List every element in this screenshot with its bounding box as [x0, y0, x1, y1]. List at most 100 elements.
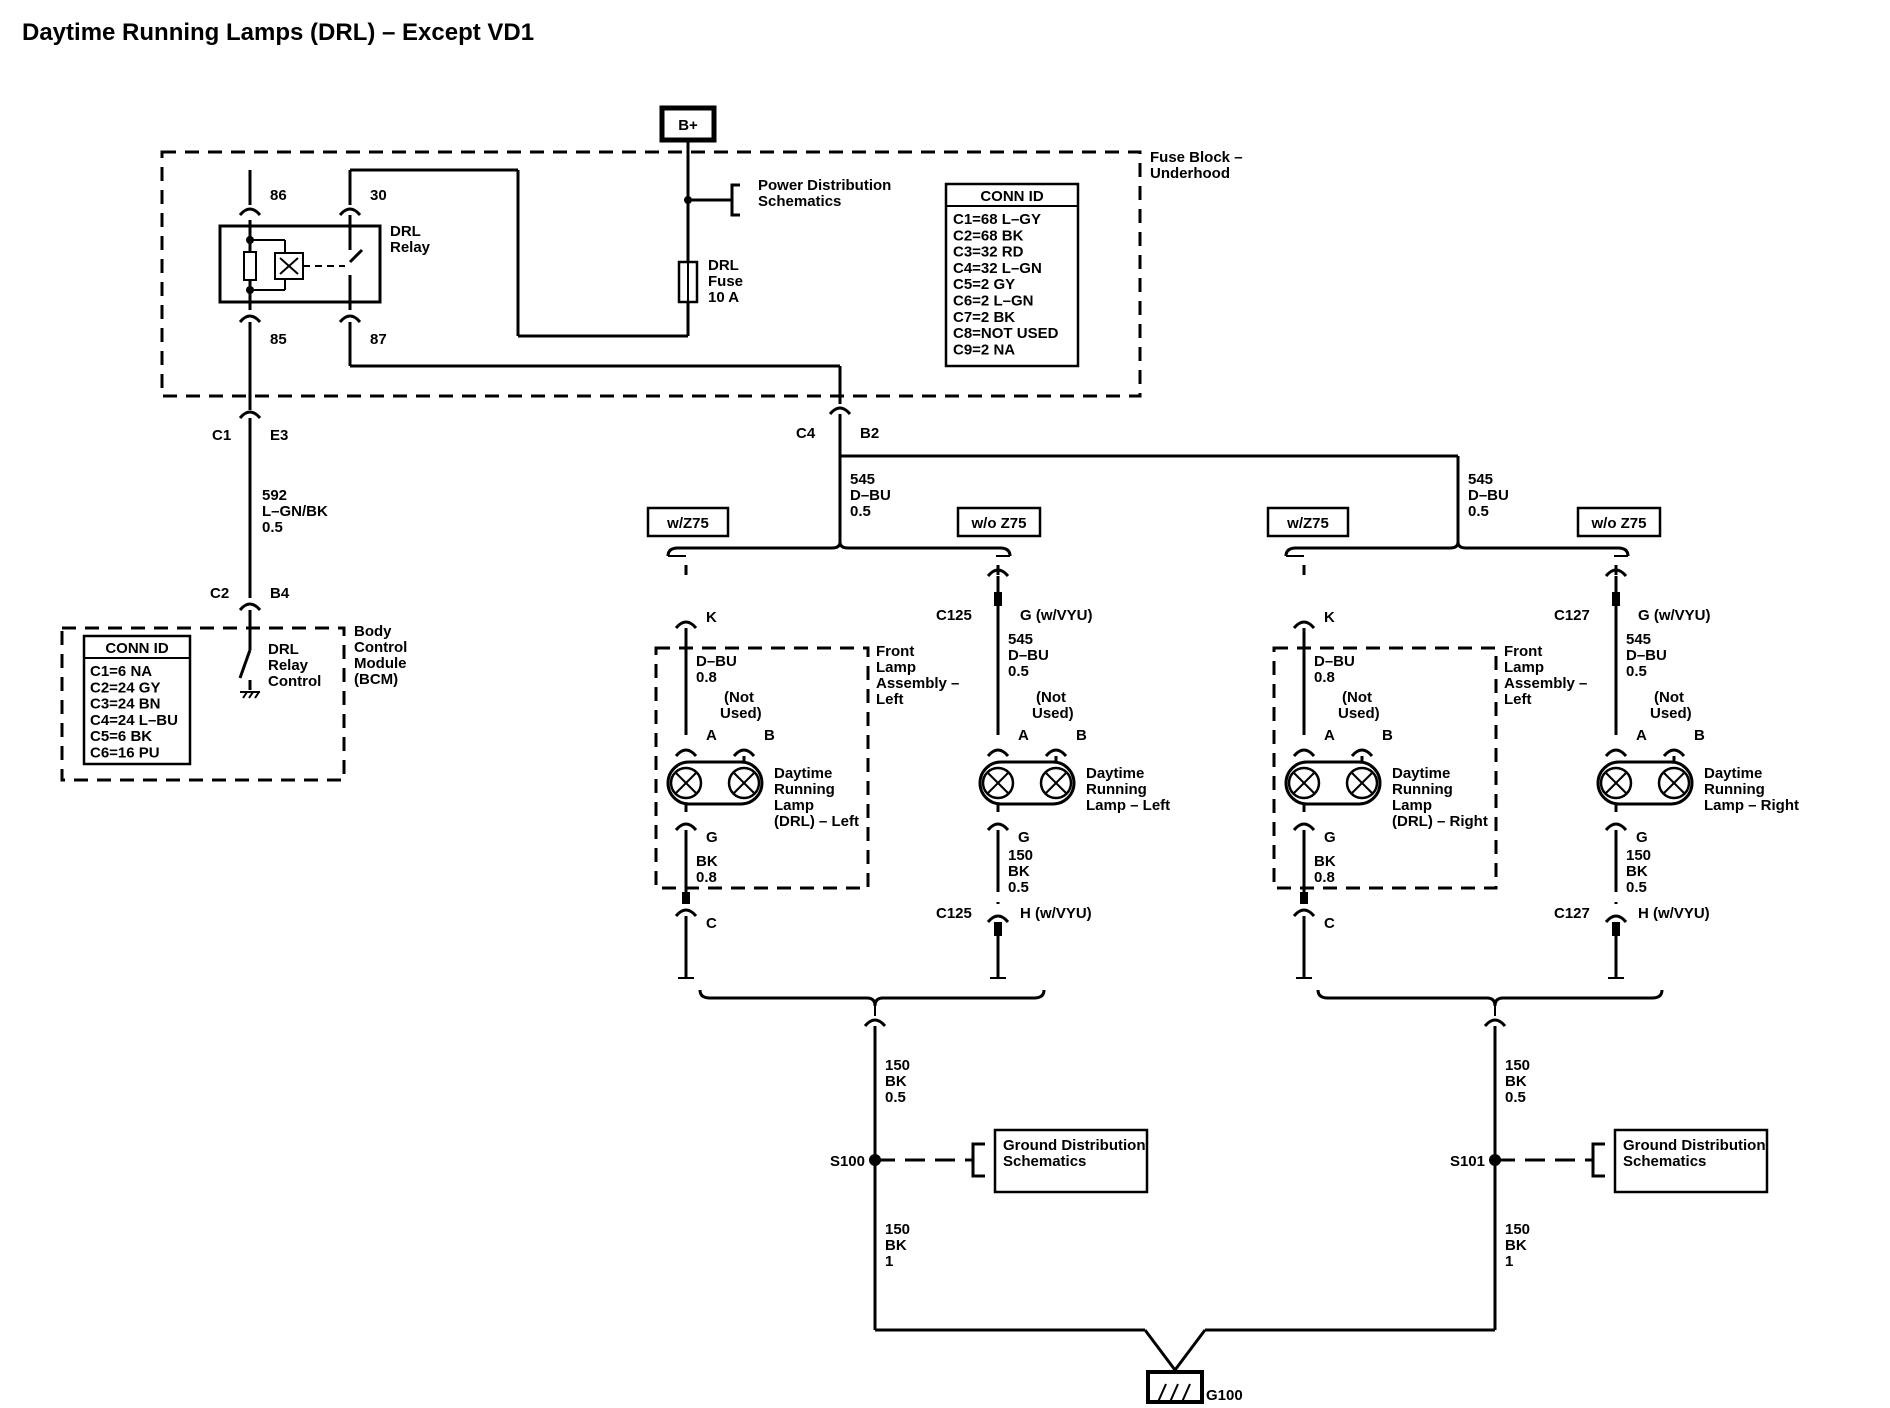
fuse-conn-id-row: C5=2 GY: [953, 276, 1015, 293]
lamp-pin-g: G: [1324, 829, 1336, 846]
ground-distribution-label-2: Schematics: [1003, 1153, 1086, 1170]
pin-30: 30: [370, 187, 387, 204]
lamp-wire-bot-color: BK: [1008, 863, 1030, 880]
lamp-pin-c: C: [706, 915, 717, 932]
lamp-connector-pin-top: G (w/VYU): [1638, 607, 1711, 624]
ground-wire-bot-color: BK: [1505, 1237, 1527, 1254]
bcm-conn-id-row: C3=24 BN: [90, 696, 160, 713]
lamp-name-line: Running: [1392, 781, 1453, 798]
option-woz75-left: [956, 506, 1042, 538]
bcm-conn-id-row: C4=24 L–BU: [90, 712, 178, 729]
lamp-pin-k: K: [706, 609, 717, 626]
ground-wire-top-color: BK: [1505, 1073, 1527, 1090]
lamp-not-used-2: Used): [720, 705, 762, 722]
ground-distribution-label-2: Schematics: [1623, 1153, 1706, 1170]
splice-s101-label: S101: [1450, 1153, 1485, 1170]
bcm-label-2: Control: [354, 639, 407, 656]
pin-86: 86: [270, 187, 287, 204]
bcm-conn-id-header: CONN ID: [105, 640, 169, 657]
fuse-block-label-2: Underhood: [1150, 165, 1230, 182]
lamp-not-used-1: (Not: [1654, 689, 1684, 706]
lamp-connector-id: C125: [936, 607, 972, 624]
lamp-not-used-2: Used): [1032, 705, 1074, 722]
lamp-name-line: (DRL) – Left: [774, 813, 859, 830]
lamp-wire-top-size: 0.5: [1626, 663, 1647, 680]
lamp-wire-bot-color: BK: [1314, 853, 1336, 870]
ground-wire-bot-number: 150: [885, 1221, 910, 1238]
conn-b2: B2: [860, 425, 879, 442]
lamp-connector-pin-top: G (w/VYU): [1020, 607, 1093, 624]
wire-545-right-color: D–BU: [1468, 487, 1509, 504]
fuse-conn-id-row: C9=2 NA: [953, 341, 1015, 358]
front-lamp-assembly-label: Left: [1504, 691, 1532, 708]
lamp-not-used-2: Used): [1650, 705, 1692, 722]
fuse-conn-id-row: C7=2 BK: [953, 309, 1015, 326]
pin-87: 87: [370, 331, 387, 348]
wire-545-left-number: 545: [850, 471, 875, 488]
option-woz75-right-label: w/o Z75: [1590, 515, 1646, 532]
lamp-not-used-1: (Not: [724, 689, 754, 706]
fuse-label-1: DRL: [708, 257, 739, 274]
ground-g100-label: G100: [1206, 1387, 1243, 1404]
lamp-name-line: (DRL) – Right: [1392, 813, 1488, 830]
front-lamp-assembly-label: Lamp: [1504, 659, 1544, 676]
bcm-label-3: Module: [354, 655, 407, 672]
pin-85: 85: [270, 331, 287, 348]
front-lamp-assembly-label: Left: [876, 691, 904, 708]
conn-c1: C1: [212, 427, 231, 444]
ground-distribution-label-1: Ground Distribution: [1623, 1137, 1765, 1154]
wire-545-right-number: 545: [1468, 471, 1493, 488]
lamp-name-line: Daytime: [774, 765, 832, 782]
bcm-switch-label-2: Relay: [268, 657, 309, 674]
ground-wire-bot-number: 150: [1505, 1221, 1530, 1238]
relay-label-1: DRL: [390, 223, 421, 240]
fuse-block-label-1: Fuse Block –: [1150, 149, 1243, 166]
bcm-switch-label-3: Control: [268, 673, 321, 690]
fuse-label-2: Fuse: [708, 273, 743, 290]
lamp-wire-top-color: D–BU: [1314, 653, 1355, 670]
body-control-module: [60, 626, 346, 782]
bcm-conn-id-row: C5=6 BK: [90, 728, 152, 745]
lamp-name-line: Lamp – Left: [1086, 797, 1170, 814]
ground-wire-bot-size: 1: [885, 1253, 893, 1270]
conn-b4: B4: [270, 585, 290, 602]
lamp-pin-b: B: [1694, 727, 1705, 744]
lamp-wire-bot-number: 150: [1008, 847, 1033, 864]
option-woz75-left-label: w/o Z75: [970, 515, 1026, 532]
front-lamp-assembly-label: Front: [876, 643, 914, 660]
lamp-wire-bot-size: 0.5: [1626, 879, 1647, 896]
wire-545-right-size: 0.5: [1468, 503, 1489, 520]
b-plus-label: B+: [678, 117, 698, 134]
lamp-pin-c: C: [1324, 915, 1335, 932]
lamp-pin-b: B: [1076, 727, 1087, 744]
wire-545-left-color: D–BU: [850, 487, 891, 504]
lamp-wire-bot-color: BK: [1626, 863, 1648, 880]
fuse-conn-id-row: C1=68 L–GY: [953, 211, 1041, 228]
fuse-conn-id-header: CONN ID: [980, 188, 1044, 205]
lamp-pin-a: A: [706, 727, 717, 744]
ground-distribution-box: [1613, 1128, 1769, 1194]
lamp-pin-a: A: [1324, 727, 1335, 744]
ground-g100-symbol: [1146, 1370, 1204, 1404]
lamp-not-used-1: (Not: [1342, 689, 1372, 706]
fuse-block-conn-id-table: [944, 182, 1080, 368]
lamp-connector-pin-bot: H (w/VYU): [1638, 905, 1710, 922]
lamp-connector-id: C125: [936, 905, 972, 922]
ground-wire-top-number: 150: [1505, 1057, 1530, 1074]
option-wz75-left-label: w/Z75: [666, 515, 709, 532]
lamp-wire-top-color: D–BU: [1008, 647, 1049, 664]
option-wz75-right: [1266, 506, 1350, 538]
lamp-name-line: Daytime: [1086, 765, 1144, 782]
front-lamp-assembly-label: Assembly –: [1504, 675, 1587, 692]
lamp-wire-top-size: 0.5: [1008, 663, 1029, 680]
front-lamp-assembly-box: [654, 646, 870, 890]
lamp-wire-bot-size: 0.5: [1008, 879, 1029, 896]
lamp-not-used-2: Used): [1338, 705, 1380, 722]
ground-wire-top-number: 150: [885, 1057, 910, 1074]
front-lamp-assembly-label: Front: [1504, 643, 1542, 660]
front-lamp-assembly-label: Lamp: [876, 659, 916, 676]
